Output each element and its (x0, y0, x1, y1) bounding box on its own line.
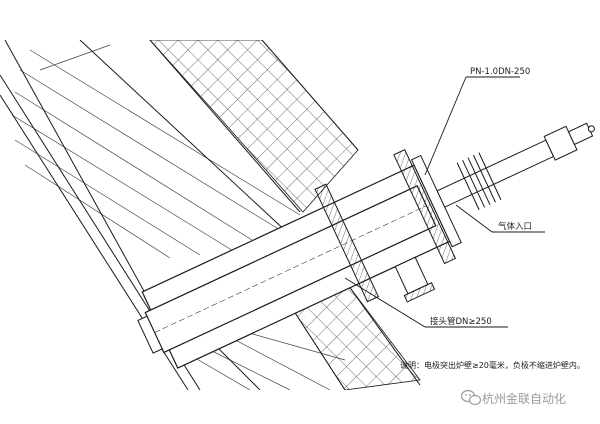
installation-note: 说明：电极突出炉壁≥20毫米，负极不缩进炉壁内。 (400, 360, 585, 370)
furnace-wall (0, 40, 421, 390)
connector-pipe-label: 接头管DN≥250 (430, 316, 492, 327)
electrode-tip (137, 315, 163, 354)
gas-inlet-label: 气体入口 (498, 221, 532, 232)
wechat-icon (460, 389, 482, 406)
leader-lines (344, 76, 545, 328)
flange-spec-label: PN-1.0DN-250 (470, 67, 530, 77)
insulation-layer-upper (149, 40, 359, 213)
electrode-assembly (137, 122, 595, 369)
electrode-rod (436, 139, 555, 208)
watermark: 杭州金联自动化 (460, 389, 566, 406)
pn-flange-left (393, 149, 457, 265)
terminal-bolt (587, 125, 595, 133)
watermark-text: 杭州金联自动化 (482, 391, 566, 406)
gas-inlet-cap (403, 282, 436, 303)
wall-flange (314, 183, 380, 303)
cooling-fins (456, 152, 502, 211)
